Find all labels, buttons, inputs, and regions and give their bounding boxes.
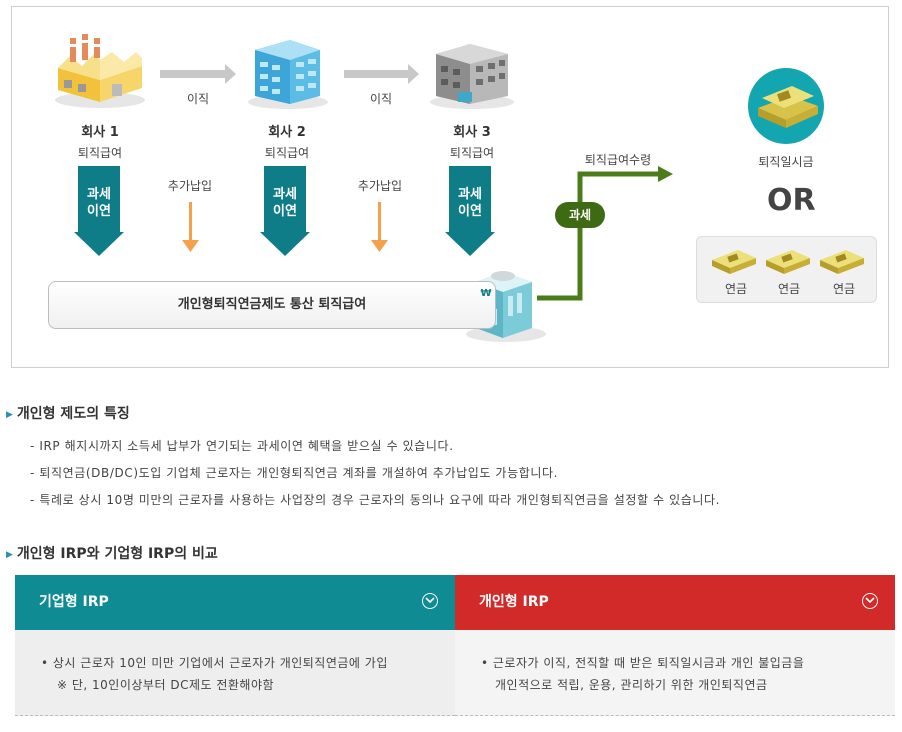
extra-payment-arrow-1: [189, 202, 192, 242]
total-benefit-box: 개인형퇴직연금제도 통산 퇴직급여: [48, 281, 496, 329]
corporate-irp-body: • 상시 근로자 10인 미만 기업에서 근로자가 개인퇴직연금에 가입 ※ 단…: [15, 630, 455, 716]
annuity-label-3: 연금: [832, 282, 856, 296]
chevron-down-icon[interactable]: [862, 593, 878, 609]
features-title-text: 개인형 제도의 특징: [16, 406, 130, 422]
lump-sum-label: 퇴직일시금: [758, 155, 814, 169]
tax-deferral-arrow-2: [260, 166, 310, 256]
tax-badge: 과세: [555, 202, 605, 228]
features-section-title: ▶개인형 제도의 특징: [6, 403, 130, 423]
individual-irp-desc-2: 개인적으로 적립, 운용, 관리하기 위한 개인퇴직연금: [495, 678, 768, 692]
tax-deferral-label-2: 과세 이연: [273, 187, 297, 219]
company-3-name: 회사 3: [453, 125, 491, 140]
feature-item: - IRP 해지시까지 소득세 납부가 연기되는 과세이연 혜택을 받으실 수 …: [30, 439, 454, 453]
or-label: OR: [767, 183, 816, 218]
extra-payment-arrow-2: [378, 202, 381, 242]
transfer-arrow-2: [344, 64, 419, 84]
triangle-bullet-icon: ▶: [6, 550, 13, 560]
triangle-bullet-icon: ▶: [6, 410, 13, 420]
chevron-down-icon[interactable]: [422, 593, 438, 609]
company-2-benefit: 퇴직급여: [264, 146, 310, 160]
diagram-graphics: [55, 34, 864, 342]
company-3-benefit: 퇴직급여: [449, 146, 495, 160]
corporate-irp-header[interactable]: 기업형 IRP: [15, 575, 455, 630]
receive-flow-line: [537, 171, 660, 301]
total-benefit-label: 개인형퇴직연금제도 통산 퇴직급여: [177, 297, 367, 312]
company-2-name: 회사 2: [268, 125, 306, 140]
factory-icon: [55, 34, 145, 108]
transfer-label-1: 이직: [186, 92, 210, 106]
comparison-title-text: 개인형 IRP와 기업형 IRP의 비교: [16, 546, 218, 562]
tax-deferral-arrow-1: [74, 166, 124, 256]
feature-item: - 특례로 상시 10명 미만의 근로자를 사용하는 사업장의 경우 근로자의 …: [30, 493, 721, 507]
extra-payment-label-2: 추가납입: [357, 179, 403, 193]
receive-label: 퇴직급여수령: [584, 153, 652, 167]
corporate-irp-desc: • 상시 근로자 10인 미만 기업에서 근로자가 개인퇴직연금에 가입: [41, 656, 388, 670]
annuity-label-1: 연금: [724, 282, 748, 296]
apartment-building-icon: [430, 44, 514, 109]
money-bundle-icon: [748, 68, 824, 144]
annuity-label-2: 연금: [777, 282, 801, 296]
tax-deferral-arrow-3: [445, 166, 495, 256]
comparison-section-title: ▶개인형 IRP와 기업형 IRP의 비교: [6, 543, 218, 563]
corporate-irp-title: 기업형 IRP: [39, 594, 109, 610]
company-1-name: 회사 1: [81, 125, 119, 140]
transfer-arrow-1: [160, 64, 236, 84]
company-1-benefit: 퇴직급여: [77, 146, 123, 160]
office-building-icon: [248, 40, 328, 109]
extra-payment-label-1: 추가납입: [167, 179, 213, 193]
individual-irp-body: • 근로자가 이직, 전직할 때 받은 퇴직일시금과 개인 불입금을 개인적으로…: [455, 630, 895, 716]
feature-item: - 퇴직연금(DB/DC)도입 기업체 근로자는 개인형퇴직연금 계좌를 개설하…: [30, 466, 559, 480]
individual-irp-title: 개인형 IRP: [479, 594, 549, 610]
individual-irp-desc-1: • 근로자가 이직, 전직할 때 받은 퇴직일시금과 개인 불입금을: [481, 656, 805, 670]
transfer-label-2: 이직: [369, 92, 393, 106]
individual-irp-header[interactable]: 개인형 IRP: [455, 575, 895, 630]
tax-deferral-label-1: 과세 이연: [87, 187, 111, 219]
corporate-irp-note: ※ 단, 10인이상부터 DC제도 전환해야함: [57, 678, 275, 692]
tax-deferral-label-3: 과세 이연: [458, 187, 482, 219]
bank-symbol: ₩: [480, 288, 492, 299]
